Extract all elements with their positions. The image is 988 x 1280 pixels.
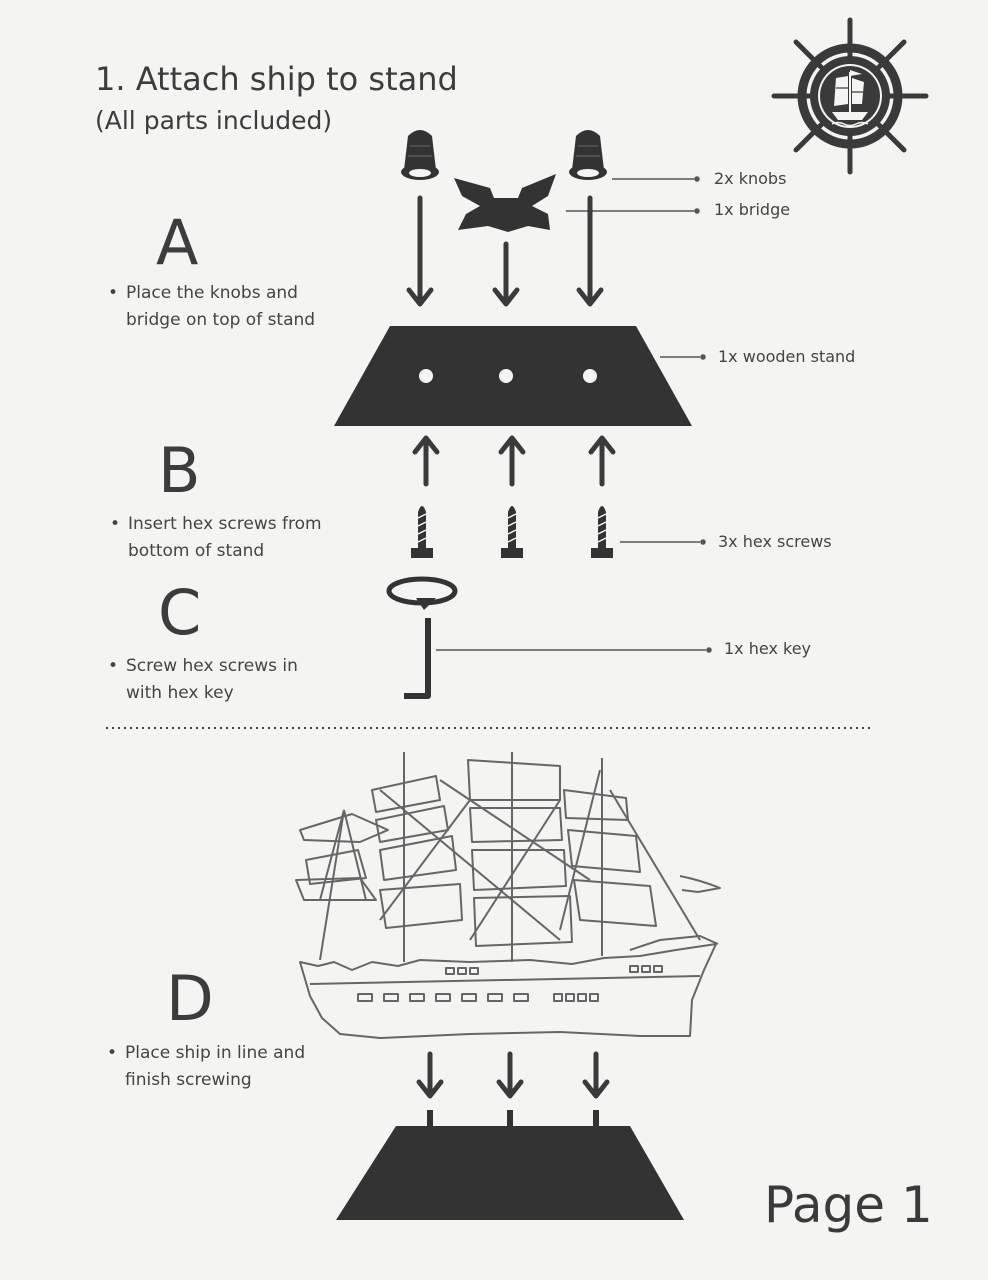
page-subtitle: (All parts included) <box>95 106 333 135</box>
step-c-instructions: • Screw hex screws in with hex key <box>108 653 298 707</box>
hex-screw-3 <box>591 506 613 558</box>
knob-left <box>401 130 439 180</box>
ship-outline <box>295 752 721 1039</box>
step-a-line-1: Place the knobs and <box>126 283 298 303</box>
step-c-letter: C <box>158 576 202 649</box>
hex-key <box>404 618 431 699</box>
step-d-line-1: Place ship in line and <box>125 1043 306 1063</box>
step-b-letter: B <box>158 434 201 507</box>
bullet-dot: • <box>108 656 119 676</box>
callout-wooden-stand: 1x wooden stand <box>718 347 856 366</box>
bullet-dot: • <box>107 1043 118 1063</box>
callout-hex-key: 1x hex key <box>724 639 811 658</box>
rotate-arrow-icon <box>386 576 458 610</box>
bullet-dot: • <box>108 283 119 303</box>
callout-bridge: 1x bridge <box>714 200 791 219</box>
hex-screws <box>411 506 613 558</box>
step-b-line-2: bottom of stand <box>128 541 265 561</box>
step-b-instructions: • Insert hex screws from bottom of stand <box>110 511 322 565</box>
step-b-line-1: Insert hex screws from <box>128 514 322 534</box>
page-number: Page 1 <box>764 1176 933 1234</box>
callout-leaders-top <box>436 176 712 653</box>
assembled-stand <box>336 1110 684 1220</box>
step-d-letter: D <box>166 962 214 1035</box>
arrows-down-step-a <box>406 195 604 307</box>
ship-wheel-logo-icon <box>771 17 929 175</box>
step-a-instructions: • Place the knobs and bridge on top of s… <box>108 280 316 334</box>
step-a-line-2: bridge on top of stand <box>126 310 316 330</box>
bridge <box>454 174 556 232</box>
step-c-line-1: Screw hex screws in <box>126 656 298 676</box>
page-title: 1. Attach ship to stand <box>95 60 458 98</box>
callout-knobs: 2x knobs <box>714 169 787 188</box>
step-c-line-2: with hex key <box>126 683 234 703</box>
arrows-up-step-b <box>412 435 616 487</box>
wooden-stand <box>334 326 692 426</box>
step-d-line-2: finish screwing <box>125 1070 252 1090</box>
arrows-down-step-d <box>416 1051 610 1099</box>
knob-right <box>569 130 607 180</box>
hex-screw-1 <box>411 506 433 558</box>
bullet-dot: • <box>110 514 121 534</box>
callout-hex-screws: 3x hex screws <box>718 532 832 551</box>
step-a-letter: A <box>156 206 199 279</box>
hex-screw-2 <box>501 506 523 558</box>
step-d-instructions: • Place ship in line and finish screwing <box>107 1040 306 1094</box>
